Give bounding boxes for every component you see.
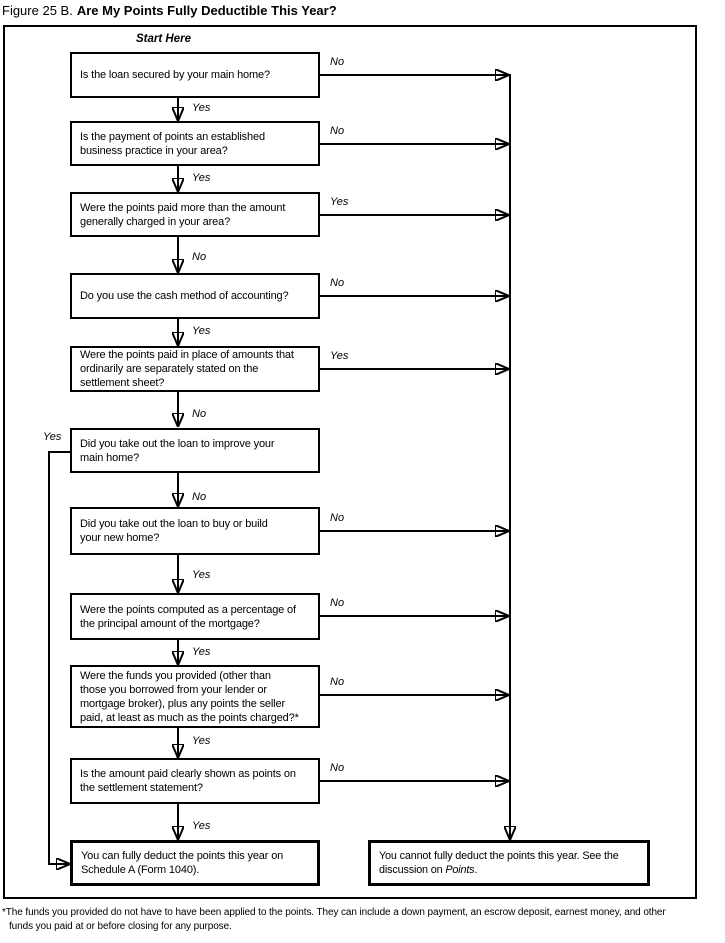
node-funds-provided: Were the funds you provided (other than … [70,665,320,728]
figure-title: Figure 25 B.Are My Points Fully Deductib… [2,3,337,18]
label-down-yes-8: Yes [192,646,211,658]
start-here-label: Start Here [136,33,191,45]
label-down-no-3: No [192,251,207,263]
points-reference: Points [445,864,475,876]
node-points-more-than-usual: Were the points paid more than the amoun… [70,192,320,237]
label-no-1: No [330,56,345,68]
label-no-4: No [330,277,345,289]
label-down-yes-10: Yes [192,820,211,832]
label-down-yes-7: Yes [192,569,211,581]
not-deduct-text: You cannot fully deduct the points this … [379,850,619,876]
node-cash-method: Do you use the cash method of accounting… [70,273,320,319]
footnote-line-2: funds you paid at or before closing for … [9,921,232,932]
node-improve-main-home: Did you take out the loan to improve you… [70,428,320,473]
label-yes-left-6: Yes [43,431,62,443]
node-buy-or-build-home: Did you take out the loan to buy or buil… [70,507,320,555]
label-no-2: No [330,125,345,137]
label-no-9: No [330,676,345,688]
label-down-yes-9: Yes [192,735,211,747]
node-points-in-place: Were the points paid in place of amounts… [70,346,320,392]
label-yes-5: Yes [330,350,349,362]
label-no-8: No [330,597,345,609]
label-yes-3: Yes [330,196,349,208]
footnote-line-1: *The funds you provided do not have to h… [2,907,666,918]
node-clearly-shown: Is the amount paid clearly shown as poin… [70,758,320,804]
node-established-practice: Is the payment of points an established … [70,121,320,166]
label-no-10: No [330,762,345,774]
label-down-no-5: No [192,408,207,420]
figure-number: Figure 25 B. [2,3,73,18]
label-down-yes-1: Yes [192,102,211,114]
flowchart-border [3,25,697,899]
node-loan-secured: Is the loan secured by your main home? [70,52,320,98]
node-percentage-of-principal: Were the points computed as a percentage… [70,593,320,640]
outcome-fully-deductible: You can fully deduct the points this yea… [70,840,320,886]
label-no-7: No [330,512,345,524]
label-down-no-6: No [192,491,207,503]
label-down-yes-2: Yes [192,172,211,184]
outcome-not-fully-deductible: You cannot fully deduct the points this … [368,840,650,886]
label-down-yes-4: Yes [192,325,211,337]
figure-heading: Are My Points Fully Deductible This Year… [76,3,337,18]
